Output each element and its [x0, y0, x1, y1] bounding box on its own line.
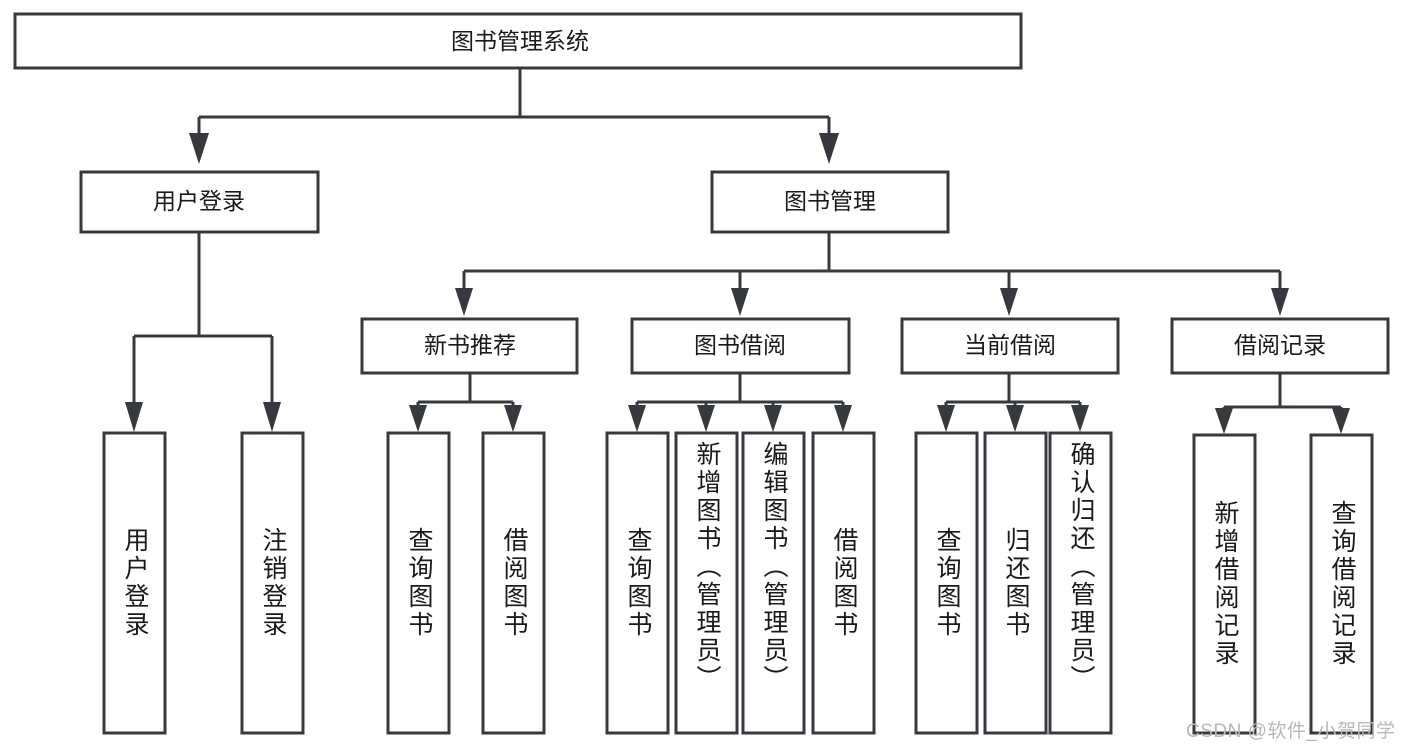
csdn-watermark: CSDN @软件_小贺同学 [1186, 721, 1396, 742]
arrow-borrow-record-to-leaf-2 [1332, 408, 1350, 434]
leaf-box-user-login-0[interactable] [102, 431, 167, 735]
leaf-box-current-borrow-1[interactable] [983, 431, 1048, 735]
arrow-book-borrow-to-leaf-2 [697, 405, 715, 432]
arrow-user-login-to-leaf-2 [263, 402, 281, 432]
arrow-current-borrow-to-leaf-1 [937, 405, 955, 432]
arrow-new-book-to-leaf-2 [504, 405, 522, 432]
leaf-box-user-login-1[interactable] [240, 431, 305, 735]
arrow-book-borrow-to-leaf-1 [628, 405, 646, 432]
arrow-book-manage-to-book-borrow [731, 288, 749, 316]
arrow-book-borrow-to-leaf-4 [834, 405, 852, 432]
arrow-borrow-record-to-leaf-1 [1215, 408, 1233, 434]
node-user-login-label: 用户登录 [153, 188, 245, 214]
leaf-box-book-borrow-2[interactable] [741, 431, 806, 735]
arrow-book-manage-to-current-borrow [1000, 288, 1018, 316]
node-root-label: 图书管理系统 [451, 28, 589, 54]
node-borrow-record-label: 借阅记录 [1234, 332, 1326, 358]
leaf-box-current-borrow-2[interactable] [1048, 431, 1113, 735]
node-new-book-recommend-box[interactable] [360, 317, 579, 375]
node-book-borrow-label: 图书借阅 [694, 332, 786, 358]
node-book-manage-label: 图书管理 [784, 188, 876, 214]
arrow-book-manage-to-borrow-record [1271, 288, 1289, 316]
leaf-box-new-book-1[interactable] [481, 431, 546, 735]
arrow-book-manage-to-new-book [455, 288, 473, 316]
arrow-book-borrow-to-leaf-3 [764, 405, 782, 432]
leaf-box-new-book-0[interactable] [386, 431, 451, 735]
node-borrow-record-box[interactable] [1170, 317, 1390, 375]
leaf-box-borrow-record-1[interactable] [1309, 433, 1374, 735]
arrow-current-borrow-to-leaf-2 [1006, 405, 1024, 432]
leaf-box-book-borrow-0[interactable] [605, 431, 670, 735]
leaf-box-book-borrow-1[interactable] [674, 431, 739, 735]
node-book-manage-box[interactable] [710, 170, 950, 234]
arrow-user-login-to-leaf-1 [125, 402, 143, 432]
node-current-borrow-box[interactable] [900, 317, 1120, 375]
arrow-current-borrow-to-leaf-3 [1071, 405, 1089, 432]
leaf-box-book-borrow-3[interactable] [811, 431, 876, 735]
node-current-borrow-label: 当前借阅 [964, 332, 1056, 358]
leaf-box-current-borrow-0[interactable] [914, 431, 979, 735]
node-book-borrow-box[interactable] [630, 317, 851, 375]
node-root-box[interactable] [13, 12, 1023, 70]
node-new-book-recommend-label: 新书推荐 [424, 332, 516, 358]
arrow-new-book-to-leaf-1 [409, 405, 427, 432]
arrow-root-to-book-manage [819, 133, 839, 164]
leaf-box-borrow-record-0[interactable] [1192, 433, 1257, 735]
arrow-root-to-user-login [189, 133, 209, 164]
